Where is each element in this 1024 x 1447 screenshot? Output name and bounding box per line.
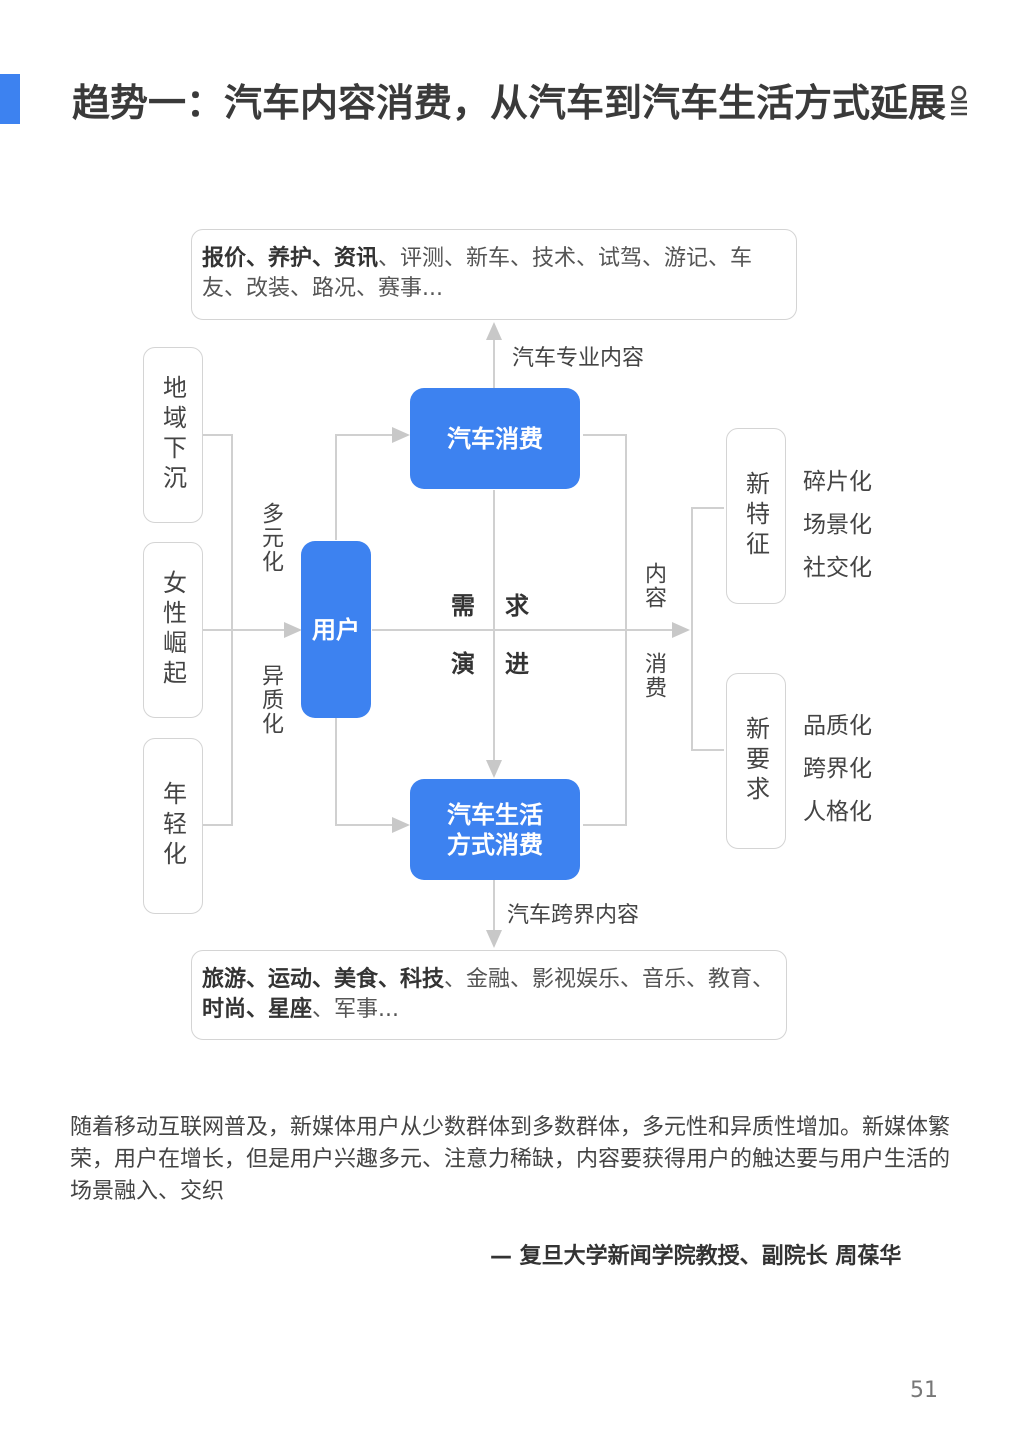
bottom-box-rest: 、军事... xyxy=(312,997,399,1022)
left-box-young-text: 年轻化 xyxy=(158,781,187,871)
evolution-char-2: 进 xyxy=(505,650,529,678)
top-box-bold-items: 报价、养护、资讯 xyxy=(202,246,379,271)
requirement-item: 品质化 xyxy=(803,713,872,739)
quote-author: — 复旦大学新闻学院教授、副院长 周葆华 xyxy=(490,1244,902,1269)
auto-consumption-node: 汽车消费 xyxy=(410,388,580,489)
content-label: 内容 xyxy=(641,562,666,610)
requirement-item: 人格化 xyxy=(803,799,872,825)
heterogeneity-label: 异质化 xyxy=(258,664,283,736)
quote-text: 随着移动互联网普及，新媒体用户从少数群体到多数群体，多元性和异质性增加。新媒体繁… xyxy=(70,1115,951,1204)
auto-crossover-content-label: 汽车跨界内容 xyxy=(507,903,640,928)
new-requirements-title: 新要求 xyxy=(741,716,770,806)
lifestyle-node-line2: 方式消费 xyxy=(447,830,543,859)
demand-char-1: 需 xyxy=(451,592,475,620)
lifestyle-node-line1: 汽车生活 xyxy=(447,800,543,829)
left-box-female: 女性崛起 xyxy=(143,542,203,718)
bottom-box-bold-a: 旅游、运动、美食、科技 xyxy=(202,967,445,992)
user-node: 用户 xyxy=(301,541,371,718)
requirement-item: 跨界化 xyxy=(803,756,872,782)
new-features-title: 新特征 xyxy=(741,471,770,561)
auto-professional-content-box: 报价、养护、资讯、评测、新车、技术、试驾、游记、车友、改装、路况、赛事... xyxy=(191,229,797,320)
bottom-box-bold-b: 时尚、星座 xyxy=(202,997,313,1022)
auto-professional-content-label: 汽车专业内容 xyxy=(512,346,645,371)
top-box-items: 、评测、新车、技术、试驾、游记、车友、改装、路况、赛事... xyxy=(202,246,753,301)
left-box-regional: 地域下沉 xyxy=(143,347,203,523)
auto-crossover-content-box: 旅游、运动、美食、科技、金融、影视娱乐、音乐、教育、时尚、星座、军事... xyxy=(191,950,787,1040)
consumption-label: 消费 xyxy=(641,652,666,700)
diversification-label: 多元化 xyxy=(258,502,283,574)
feature-item: 碎片化 xyxy=(803,469,872,495)
demand-char-2: 求 xyxy=(505,592,529,620)
evolution-char-1: 演 xyxy=(451,650,475,678)
page-title: 趋势一：汽车内容消费，从汽车到汽车生活方式延展 xyxy=(72,81,947,125)
bottom-box-mid-a: 、金融、影视娱乐、音乐、教育、 xyxy=(444,967,775,992)
brand-logo-icon xyxy=(951,85,967,116)
left-box-regional-text: 地域下沉 xyxy=(158,375,187,495)
feature-item: 场景化 xyxy=(803,512,872,538)
auto-lifestyle-consumption-node: 汽车生活 方式消费 xyxy=(410,779,580,880)
page-number: 51 xyxy=(910,1378,938,1403)
left-box-young: 年轻化 xyxy=(143,738,203,914)
left-box-female-text: 女性崛起 xyxy=(158,570,187,690)
header-accent-bar xyxy=(0,74,20,124)
feature-item: 社交化 xyxy=(803,555,872,581)
new-requirements-box: 新要求 xyxy=(726,673,786,849)
new-features-box: 新特征 xyxy=(726,428,786,604)
